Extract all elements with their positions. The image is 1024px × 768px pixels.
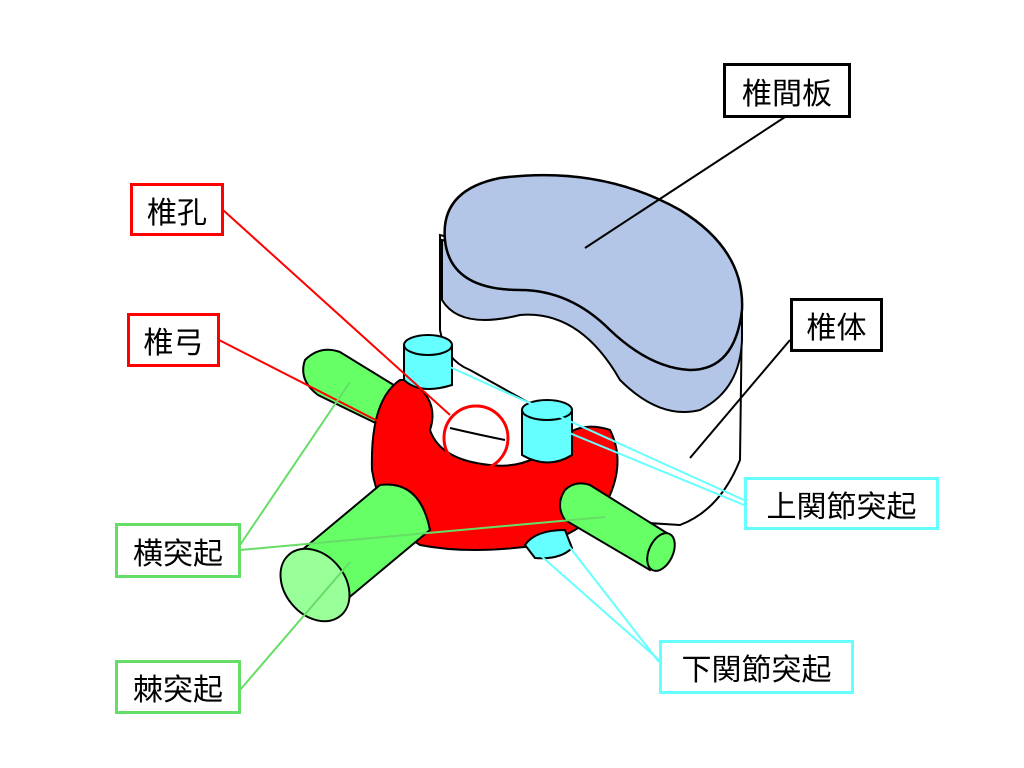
intervertebral-disc-top (443, 173, 744, 372)
label-superior-articular-process: 上関節突起 (744, 477, 939, 530)
label-vertebral-foramen: 椎孔 (130, 183, 224, 236)
superior-articular-process-right (521, 409, 573, 464)
label-spinous-process: 棘突起 (115, 660, 241, 714)
label-inferior-articular-process: 下関節突起 (659, 640, 854, 694)
superior-articular-process-left (403, 344, 453, 390)
leader-lines (218, 116, 791, 691)
label-vertebral-body: 椎体 (790, 298, 883, 352)
label-vertebral-arch: 椎弓 (127, 313, 220, 367)
label-intervertebral-disc: 椎間板 (723, 63, 851, 118)
foramen-highlight-circle (442, 404, 510, 472)
label-transverse-process: 横突起 (115, 523, 241, 578)
